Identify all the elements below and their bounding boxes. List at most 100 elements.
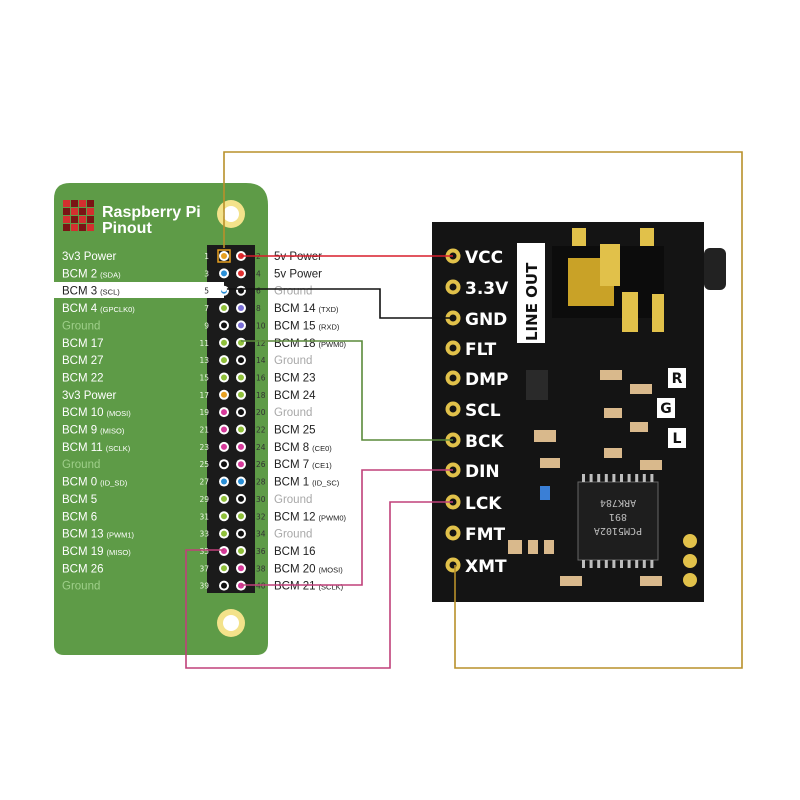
left-pin-number: 39 [199,582,209,591]
left-pin-label: BCM 3(SCL) [62,286,120,298]
left-pin-label: BCM 11(SCLK) [62,442,131,454]
left-pin-label: BCM 2(SDA) [62,268,121,280]
left-pin-number: 29 [199,495,209,504]
channel-label: L [673,431,682,447]
left-pin-sublabel: (SDA) [100,270,121,279]
channel-label: R [672,371,683,387]
right-pin-label: Ground [274,286,312,298]
left-pin-number: 31 [199,512,209,521]
audio-jack-plug [704,248,726,290]
left-pin-number: 37 [199,564,209,573]
pi-title-line1: Raspberry Pi [102,204,201,221]
right-pin-number: 28 [256,478,266,487]
left-pin-label: Ground [62,320,100,332]
wire-bcm21-to-din [241,469,453,586]
dac-pin-label: VCC [465,248,503,268]
dac-pin-label: SCL [465,401,501,421]
right-pin-label: BCM 24 [274,390,316,402]
left-pin-number: 5 [204,287,209,296]
right-pin-label: 5v Power [274,268,322,280]
left-pin-sublabel: (SCL) [100,288,120,297]
dac-pin-label: GND [465,310,507,330]
right-pin-label: BCM 7(CE1) [274,459,332,471]
left-pin-label: Ground [62,459,100,471]
right-pin-sublabel: (ID_SC) [312,479,340,488]
left-pin-label: BCM 0(ID_SD) [62,477,128,489]
left-pin-label: BCM 26 [62,563,104,575]
pin-dots [217,249,246,591]
left-pin-sublabel: (MOSI) [107,409,132,418]
right-pin-sublabel: (CE0) [312,444,332,453]
dac-pin-label: BCK [465,432,504,452]
left-pin-sublabel: (MISO) [107,548,132,557]
left-pin-label: BCM 22 [62,372,104,384]
pcm5102a-chip: ARK784 891 PCM5102A [577,474,659,568]
left-pin-label: BCM 13(PWM1) [62,529,135,541]
left-pin-number: 23 [199,443,209,452]
mounting-hole-top [217,200,245,228]
right-pin-number: 22 [256,426,266,435]
left-pin-number: 9 [204,321,209,330]
right-pin-number: 40 [256,582,266,591]
right-pin-number: 20 [256,408,266,417]
gpio-header [207,245,255,593]
right-pin-number: 10 [256,321,266,330]
right-pin-label: BCM 1(ID_SC) [274,477,340,489]
right-pin-number: 4 [256,269,261,278]
dac-pin-label: DIN [465,462,500,482]
right-pin-sublabel: (CE1) [312,461,332,470]
right-pin-number: 34 [256,530,266,539]
right-pin-label: BCM 15(RXD) [274,320,340,332]
left-pin-number: 11 [199,339,209,348]
right-pin-sublabel: (PWM0) [319,340,347,349]
mounting-hole-bottom [217,609,245,637]
right-pin-label: BCM 12(PWM0) [274,511,347,523]
chip-marking-3: PCM5102A [594,525,642,536]
left-pin-label: BCM 17 [62,338,104,350]
right-pin-label: BCM 25 [274,425,316,437]
right-pin-sublabel: (TXD) [319,305,339,314]
right-pin-label: Ground [274,494,312,506]
left-pin-number: 7 [204,304,209,313]
right-pin-number: 38 [256,564,266,573]
left-pin-sublabel: (MISO) [100,427,125,436]
right-pin-label: BCM 18(PWM0) [274,338,347,350]
right-pin-number: 8 [256,304,261,313]
left-pin-sublabel: (PWM1) [107,531,135,540]
right-pin-number: 32 [256,512,266,521]
left-pin-label: BCM 19(MISO) [62,546,131,558]
left-pin-label: 3v3 Power [62,390,117,402]
left-pin-label: BCM 9(MISO) [62,425,125,437]
left-pin-sublabel: (ID_SD) [100,479,128,488]
raspberry-pi-logo-icon [63,200,94,231]
dac-pin-label: LCK [465,494,502,514]
right-pin-number: 12 [256,339,266,348]
smd-components [508,370,697,587]
left-pin-label: BCM 6 [62,511,97,523]
right-pin-label: BCM 23 [274,372,316,384]
left-pin-sublabel: (GPCLK0) [100,305,135,314]
right-pin-number: 26 [256,460,266,469]
chip-marking-2: 891 [609,511,627,522]
right-pin-label: BCM 8(CE0) [274,442,332,454]
left-pin-number: 33 [199,530,209,539]
left-pin-label: BCM 10(MOSI) [62,407,131,419]
dac-pin-label: XMT [465,557,507,577]
right-pin-number: 6 [256,287,261,296]
right-pin-number: 16 [256,373,266,382]
right-pin-label: BCM 16 [274,546,316,558]
left-pin-number: 27 [199,478,209,487]
wire-bcm19-to-lck [185,501,453,669]
dac-pin-label: 3.3V [465,279,509,299]
dac-pin-label: FMT [465,525,506,545]
left-pin-label: Ground [62,581,100,593]
right-pin-label: BCM 14(TXD) [274,303,339,315]
pi-title-line2: Pinout [102,220,152,237]
wire-ground-to-gnd [224,288,453,319]
left-pin-label: BCM 27 [62,355,104,367]
left-pin-label: 3v3 Power [62,251,117,263]
wire-xmt-to-3v3 [223,151,743,669]
dac-pin-label: FLT [465,340,497,360]
